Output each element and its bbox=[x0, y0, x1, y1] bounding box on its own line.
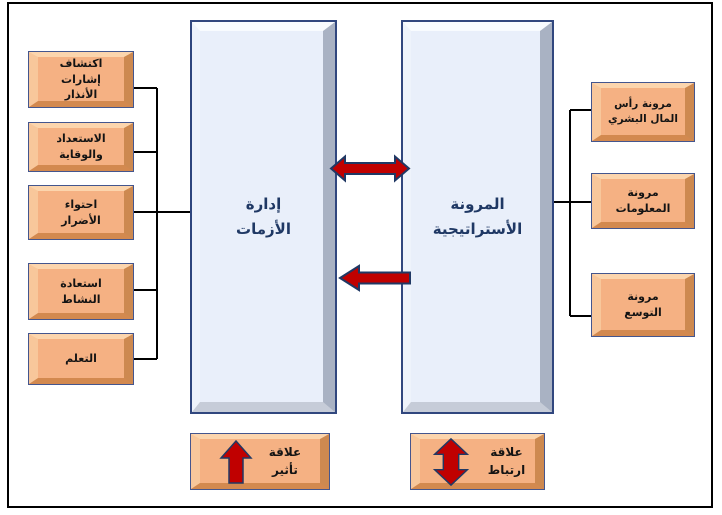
left-box-damage-containment-label: احتواء الأضرار bbox=[61, 197, 101, 227]
double-headed-vertical-arrow-icon bbox=[432, 437, 469, 486]
right-box-expansion-resilience: مرونة التوسع bbox=[591, 273, 695, 337]
legend-correlation-label: علاقة ارتباط bbox=[487, 445, 526, 477]
right-box-human-capital-resilience: مرونة رأس المال البشري bbox=[591, 82, 695, 142]
left-box-warning-signals: اكتشاف إشارات الأنذار bbox=[28, 51, 134, 108]
up-arrow-icon bbox=[219, 439, 253, 484]
legend-influence-relationship: علاقة تأثير bbox=[190, 433, 330, 490]
left-box-preparedness: الاستعداد والوقاية bbox=[28, 122, 134, 172]
right-box-information-resilience: مرونة المعلومات bbox=[591, 173, 695, 229]
left-box-learning-label: التعلم bbox=[65, 352, 97, 366]
right-box-expansion-resilience-label: مرونة التوسع bbox=[624, 290, 662, 319]
crisis-management-label: إدارة الأزمات bbox=[236, 194, 291, 239]
left-box-preparedness-label: الاستعداد والوقاية bbox=[56, 132, 106, 161]
legend-influence-label: علاقة تأثير bbox=[268, 445, 302, 477]
crisis-management-panel: إدارة الأزمات bbox=[190, 20, 337, 414]
left-box-damage-containment: احتواء الأضرار bbox=[28, 185, 134, 240]
left-box-activity-recovery-label: استعادة النشاط bbox=[60, 276, 102, 306]
right-box-information-resilience-label: مرونة المعلومات bbox=[615, 186, 671, 215]
strategic-resilience-label: المرونة الأستراتيجية bbox=[432, 194, 523, 239]
left-box-activity-recovery: استعادة النشاط bbox=[28, 263, 134, 320]
right-box-human-capital-resilience-label: مرونة رأس المال البشري bbox=[608, 97, 678, 125]
left-box-warning-signals-label: اكتشاف إشارات الأنذار bbox=[59, 56, 103, 102]
left-box-learning: التعلم bbox=[28, 333, 134, 385]
strategic-resilience-panel: المرونة الأستراتيجية bbox=[401, 20, 554, 414]
outer-frame bbox=[7, 2, 713, 508]
double-headed-horizontal-arrow-icon bbox=[329, 154, 411, 183]
left-arrow-icon bbox=[338, 264, 411, 292]
legend-correlation-relationship: علاقة ارتباط bbox=[410, 433, 545, 490]
